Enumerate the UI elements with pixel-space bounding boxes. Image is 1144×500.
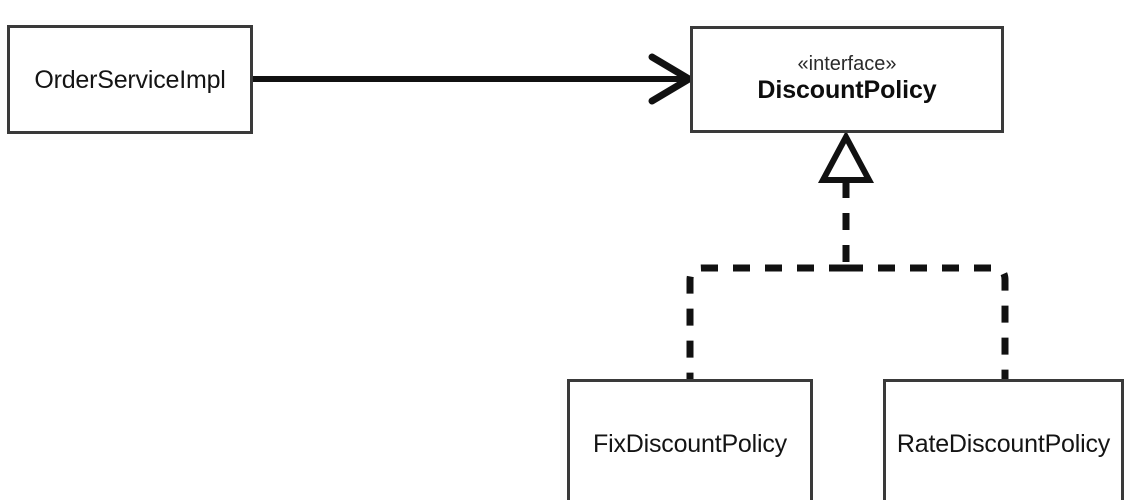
class-box-ratediscountpolicy[interactable]: RateDiscountPolicy	[883, 379, 1124, 500]
stereotype-label: «interface»	[797, 53, 897, 76]
class-box-fixdiscountpolicy[interactable]: FixDiscountPolicy	[567, 379, 813, 500]
class-name-label: FixDiscountPolicy	[593, 430, 787, 458]
hollow-triangle-icon	[817, 130, 875, 183]
class-name-label: OrderServiceImpl	[34, 65, 226, 94]
class-box-orderserviceimpl[interactable]: OrderServiceImpl	[7, 25, 253, 134]
class-name-label: RateDiscountPolicy	[896, 430, 1111, 458]
dependency-orderserviceimpl-discountpolicy	[250, 53, 696, 105]
realization-branch-right	[846, 264, 1009, 381]
realization-connector-tree	[686, 130, 1009, 381]
open-arrow-icon	[648, 53, 696, 105]
class-box-discountpolicy[interactable]: «interface» DiscountPolicy	[690, 26, 1004, 133]
interface-name-label: DiscountPolicy	[757, 76, 937, 105]
realization-branch-left	[686, 264, 846, 381]
